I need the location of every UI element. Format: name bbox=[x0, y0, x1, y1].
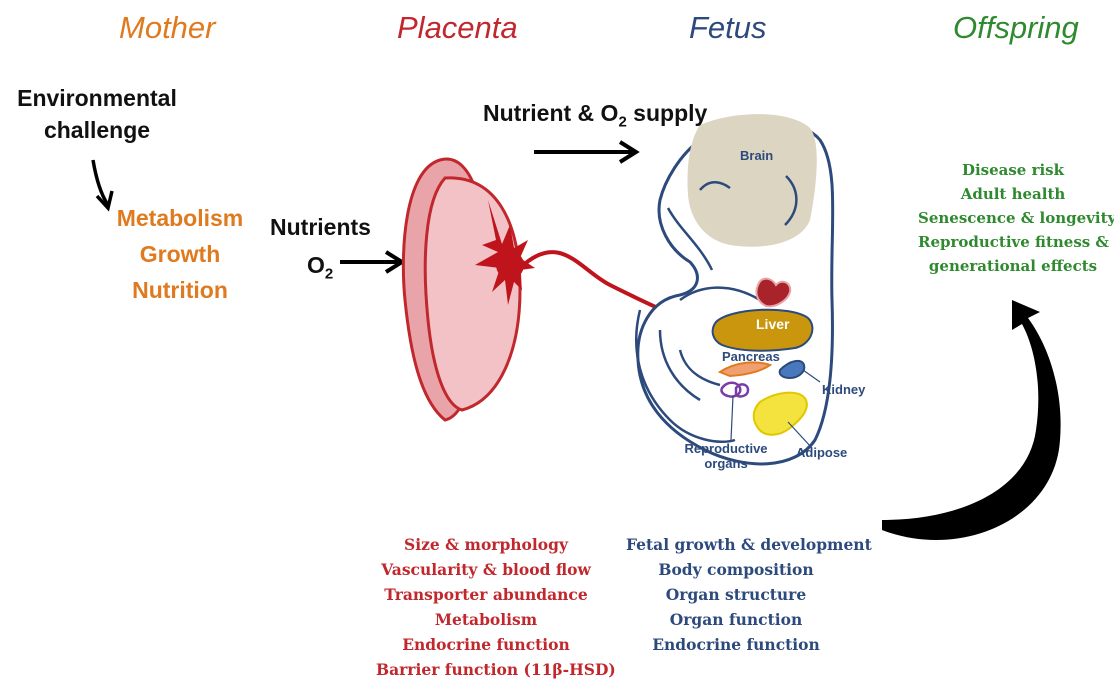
supply-arrow bbox=[534, 142, 636, 162]
o2-main: O bbox=[307, 252, 325, 278]
supply-prefix: Nutrient & O bbox=[483, 100, 618, 126]
placenta-feature: Vascularity & blood flow bbox=[376, 557, 596, 582]
challenge-line1: Environmental bbox=[12, 82, 182, 114]
placenta-feature: Size & morphology bbox=[376, 532, 596, 557]
organ-label-liver: Liver bbox=[756, 316, 789, 332]
mother-effect: Nutrition bbox=[100, 272, 260, 308]
fetus-feature: Organ structure bbox=[626, 582, 846, 607]
offspring-outcomes: Disease risk Adult health Senescence & l… bbox=[918, 158, 1108, 278]
supply-label: Nutrient & O2 supply bbox=[483, 100, 707, 131]
placenta-feature: Barrier function (11β-HSD) bbox=[376, 657, 596, 682]
nutrients-label: Nutrients bbox=[270, 214, 371, 241]
placenta-feature: Transporter abundance bbox=[376, 582, 596, 607]
environmental-challenge: Environmental challenge bbox=[12, 82, 182, 146]
supply-suffix: supply bbox=[627, 100, 708, 126]
o2-sub: 2 bbox=[325, 266, 333, 283]
organ-label-heart: Heart bbox=[762, 262, 795, 277]
header-placenta: Placenta bbox=[397, 10, 518, 46]
fetus-feature: Endocrine function bbox=[626, 632, 846, 657]
mother-effect: Growth bbox=[100, 236, 260, 272]
fetus-feature: Organ function bbox=[626, 607, 846, 632]
fetus-feature: Fetal growth & development bbox=[626, 532, 846, 557]
supply-sub: 2 bbox=[618, 114, 626, 131]
outcome-item: Reproductive fitness & bbox=[918, 230, 1108, 254]
offspring-arrow bbox=[882, 300, 1061, 540]
header-mother: Mother bbox=[119, 10, 215, 46]
header-fetus: Fetus bbox=[689, 10, 767, 46]
fetus-illustration bbox=[636, 114, 833, 464]
mother-effect: Metabolism bbox=[100, 200, 260, 236]
reproductive-line2: organs bbox=[676, 456, 776, 471]
mother-effects: Metabolism Growth Nutrition bbox=[100, 200, 260, 308]
placenta-features: Size & morphology Vascularity & blood fl… bbox=[376, 532, 596, 682]
fetus-features: Fetal growth & development Body composit… bbox=[626, 532, 846, 657]
o2-label: O2 bbox=[307, 252, 333, 283]
placenta-feature: Endocrine function bbox=[376, 632, 596, 657]
placenta-feature: Metabolism bbox=[376, 607, 596, 632]
outcome-item: Senescence & longevity bbox=[918, 206, 1108, 230]
organ-label-reproductive: Reproductive organs bbox=[676, 441, 776, 471]
header-offspring: Offspring bbox=[953, 10, 1079, 46]
organ-label-kidney: Kidney bbox=[822, 382, 865, 397]
organ-label-brain: Brain bbox=[740, 148, 773, 163]
outcome-item: Adult health bbox=[918, 182, 1108, 206]
challenge-line2: challenge bbox=[12, 114, 182, 146]
fetus-feature: Body composition bbox=[626, 557, 846, 582]
outcome-item: generational effects bbox=[918, 254, 1108, 278]
reproductive-line1: Reproductive bbox=[676, 441, 776, 456]
nutrients-arrow bbox=[340, 252, 402, 272]
organ-label-adipose: Adipose bbox=[796, 445, 847, 460]
organ-label-pancreas: Pancreas bbox=[722, 349, 780, 364]
outcome-item: Disease risk bbox=[918, 158, 1108, 182]
